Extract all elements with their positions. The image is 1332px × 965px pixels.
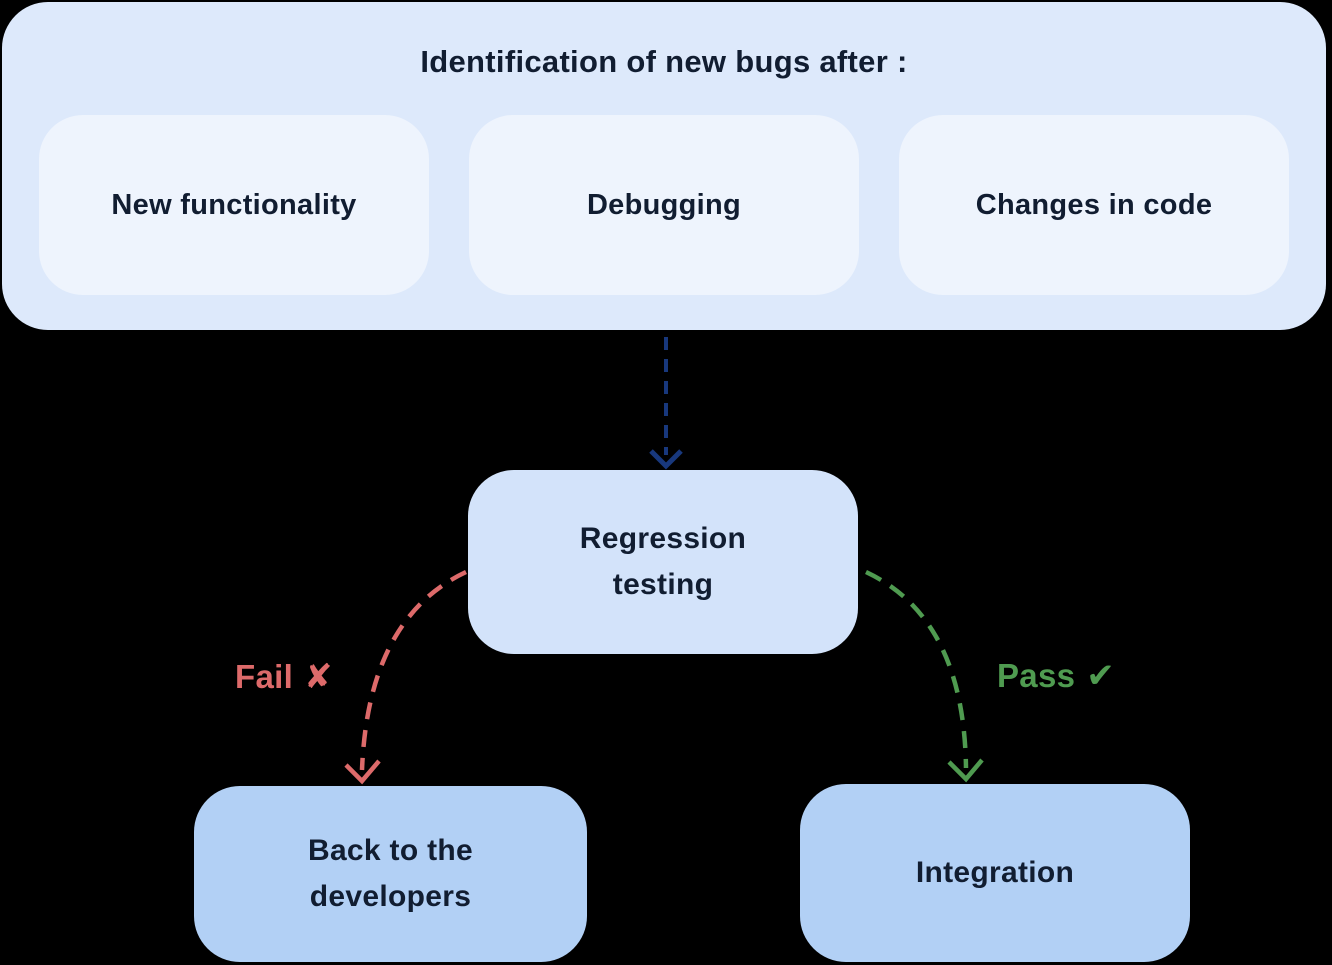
fail-x-icon: ✘ [304, 657, 333, 697]
regression-node-label-line1: Regression [579, 522, 747, 555]
pass-branch-arrow-head-icon [947, 758, 984, 783]
fail-branch-label: Fail ✘ [235, 658, 333, 696]
regression-node-label-line2: testing [612, 568, 714, 601]
panel-title: Identification of new bugs after : [420, 44, 908, 79]
trigger-item-changes-in-code: Changes in code [899, 115, 1289, 295]
back-to-developers-node: Back to the developers [194, 786, 587, 962]
fail-branch-arrow [359, 569, 467, 771]
fail-branch-arrow-head-icon [344, 759, 381, 785]
pass-branch-arrow [865, 569, 969, 769]
back-node-label-line1: Back to the [307, 834, 473, 867]
pass-label-text: Pass [997, 657, 1076, 694]
integration-node: Integration [800, 784, 1190, 962]
trigger-panel: Identification of new bugs after : New f… [2, 2, 1326, 330]
pass-check-icon: ✔ [1086, 656, 1116, 696]
pass-branch-label: Pass ✔ [997, 657, 1115, 695]
trigger-item-label: Changes in code [975, 188, 1213, 221]
back-node-label-line2: developers [309, 880, 472, 913]
trigger-item-label: New functionality [111, 188, 357, 221]
arrow-panel-to-regression-head-icon [649, 449, 683, 470]
trigger-items-row: New functionality Debugging Changes in c… [2, 115, 1326, 295]
regression-testing-node: Regression testing [468, 470, 858, 654]
trigger-item-debugging: Debugging [469, 115, 859, 295]
trigger-item-new-functionality: New functionality [39, 115, 429, 295]
trigger-item-label: Debugging [586, 188, 742, 221]
integration-node-label: Integration [915, 856, 1075, 889]
fail-label-text: Fail [235, 658, 294, 695]
